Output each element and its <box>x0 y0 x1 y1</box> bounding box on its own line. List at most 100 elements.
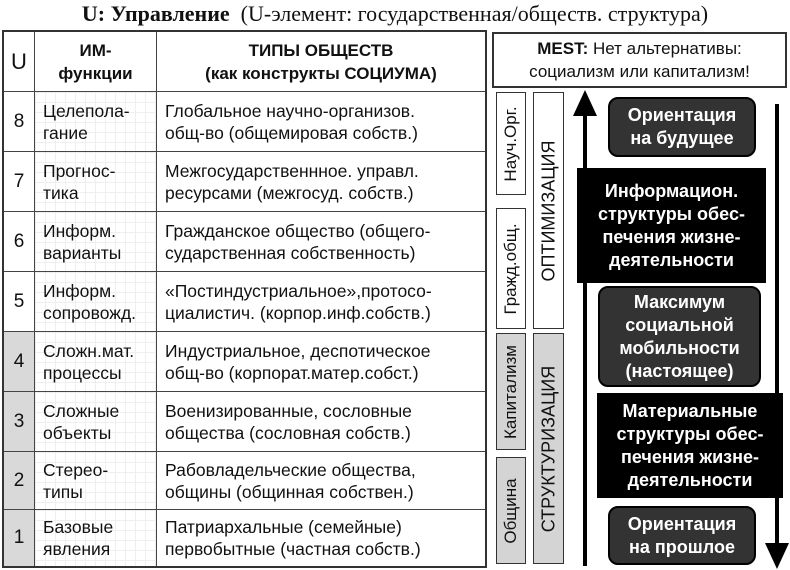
row-im-line2: гание <box>43 122 88 143</box>
table-row: 4 Сложн.мат.процессы Индустриальное, дес… <box>4 332 485 392</box>
label-obshina: Община <box>496 457 526 564</box>
mest-line1: Нет альтернативы: <box>588 39 742 58</box>
box-line: социальной <box>625 314 734 335</box>
box-line: структуры обес- <box>598 203 745 224</box>
row-im: Сложн.мат.процессы <box>35 332 157 391</box>
title-bold: U: Управление <box>81 1 230 26</box>
label-obshina-text: Община <box>501 477 520 544</box>
table-row: 2 Стерео-типы Рабовладельческие общества… <box>4 452 485 510</box>
box-line: на прошлое <box>629 536 735 557</box>
row-im: Прогнос-тика <box>35 152 157 211</box>
row-im-line1: Прогнос- <box>43 160 116 181</box>
row-im: Информ.варианты <box>35 212 157 271</box>
label-kapitalizm-text: Капитализм <box>501 344 520 439</box>
header-types-line2: (как конструкты СОЦИУМА) <box>205 63 437 83</box>
header-im-line2: функции <box>58 63 133 83</box>
label-grazhd-obsh-text: Гражд.общ. <box>501 222 520 315</box>
row-type-line1: Межгосударственнное. управл. <box>165 160 419 181</box>
header-types-line1: ТИПЫ ОБЩЕСТВ <box>248 40 394 60</box>
row-u: 4 <box>4 332 35 391</box>
row-type: Глобальное научно-организов.общ-во (обще… <box>157 92 485 151</box>
label-grazhd-obsh: Гражд.общ. <box>496 208 526 329</box>
box-line: деятельности <box>609 249 734 270</box>
box-line: Ориентация <box>627 513 737 534</box>
row-type-line2: общ-во (корпорат.матер.собст.) <box>165 362 419 383</box>
row-im-line2: объекты <box>43 422 112 443</box>
header-society-types: ТИПЫ ОБЩЕСТВ (как конструкты СОЦИУМА) <box>157 32 485 91</box>
row-im: Информ.сопровожд. <box>35 272 157 331</box>
row-im-line2: тика <box>43 182 79 203</box>
box-line: Максимум <box>633 291 726 312</box>
label-strukturizaciya-text: СТРУКТУРИЗАЦИЯ <box>538 365 558 532</box>
row-type-line1: Рабовладельческие общества, <box>165 459 416 480</box>
row-type: Рабовладельческие общества,общины (общин… <box>157 452 485 509</box>
box-line: на будущее <box>630 128 734 148</box>
label-optimizaciya-text: ОПТИМИЗАЦИЯ <box>538 140 558 281</box>
diagram-title: U: Управление (U-элемент: государственна… <box>0 0 790 30</box>
box-future-orientation: Ориентация на будущее <box>608 97 756 157</box>
box-line: структуры обес- <box>616 423 764 444</box>
row-type: «Постиндустриальное»,протосо-циалистич. … <box>157 272 485 331</box>
label-optimizaciya: ОПТИМИЗАЦИЯ <box>533 92 564 329</box>
label-nauch-org-text: Науч.Орг. <box>501 105 520 182</box>
box-line: Информацион. <box>604 180 739 201</box>
row-im-line1: Целепола- <box>43 100 130 121</box>
row-u: 2 <box>4 452 35 509</box>
row-im-line1: Информ. <box>43 280 116 301</box>
box-line: Материальные <box>622 400 758 421</box>
row-type-line2: первобытные (частная собств.) <box>165 539 421 559</box>
table-header-row: U ИМ- функции ТИПЫ ОБЩЕСТВ (как конструк… <box>4 32 485 92</box>
box-line: печения жизне- <box>621 446 759 467</box>
row-im-line2: варианты <box>43 242 122 263</box>
table-row: 8 Целепола-гание Глобальное научно-орган… <box>4 92 485 152</box>
row-u: 8 <box>4 92 35 151</box>
mest-box: MEST: Нет альтернативы: социализм или ка… <box>492 32 787 88</box>
row-type: Патриархальные (семейные)первобытные (ча… <box>157 510 485 566</box>
box-line: Ориентация <box>627 105 737 125</box>
row-im-line2: типы <box>43 481 83 502</box>
row-type-line2: ресурсами (межгосуд. собств.) <box>165 182 414 203</box>
row-type-line1: Индустриальное, деспотическое <box>165 340 431 361</box>
row-u: 3 <box>4 392 35 451</box>
mest-label: MEST: <box>537 39 589 58</box>
title-rest: (U-элемент: государственная/обществ. стр… <box>240 1 709 26</box>
row-type-line2: циалистич. (корпор.инф.собств.) <box>165 302 431 323</box>
row-u: 1 <box>4 510 35 566</box>
box-line: (настоящее) <box>625 360 734 381</box>
row-im-line2: сопровожд. <box>43 302 137 323</box>
row-u: 5 <box>4 272 35 331</box>
row-type-line2: общины (общинная собствен.) <box>165 481 414 502</box>
row-type-line1: «Постиндустриальное»,протосо- <box>165 280 432 301</box>
label-nauch-org: Науч.Орг. <box>496 92 526 195</box>
box-information-structures: Информацион.структуры обес-печения жизне… <box>577 168 766 283</box>
header-im-functions: ИМ- функции <box>35 32 157 91</box>
row-im-line1: Базовые <box>43 517 114 537</box>
row-u: 7 <box>4 152 35 211</box>
row-u: 6 <box>4 212 35 271</box>
row-im-line1: Информ. <box>43 220 116 241</box>
row-im-line1: Стерео- <box>43 459 109 480</box>
header-im-line1: ИМ- <box>79 40 112 60</box>
row-im: Целепола-гание <box>35 92 157 151</box>
table-row: 6 Информ.варианты Гражданское общество (… <box>4 212 485 272</box>
row-type-line1: Военизированные, сословные <box>165 400 412 421</box>
row-type: Межгосударственнное. управл.ресурсами (м… <box>157 152 485 211</box>
table-row: 5 Информ.сопровожд. «Постиндустриальное»… <box>4 272 485 332</box>
row-type-line1: Гражданское общество (общего- <box>165 220 431 241</box>
mest-line2: социализм или капитализм! <box>529 62 750 81</box>
box-line: мобильности <box>619 337 740 358</box>
row-type-line1: Глобальное научно-организов. <box>165 100 415 121</box>
row-type: Гражданское общество (общего-сударственн… <box>157 212 485 271</box>
societies-table: U ИМ- функции ТИПЫ ОБЩЕСТВ (как конструк… <box>2 30 487 568</box>
row-type-line1: Патриархальные (семейные) <box>165 517 402 537</box>
row-im-line1: Сложные <box>43 400 120 421</box>
table-row: 7 Прогнос-тика Межгосударственнное. упра… <box>4 152 485 212</box>
